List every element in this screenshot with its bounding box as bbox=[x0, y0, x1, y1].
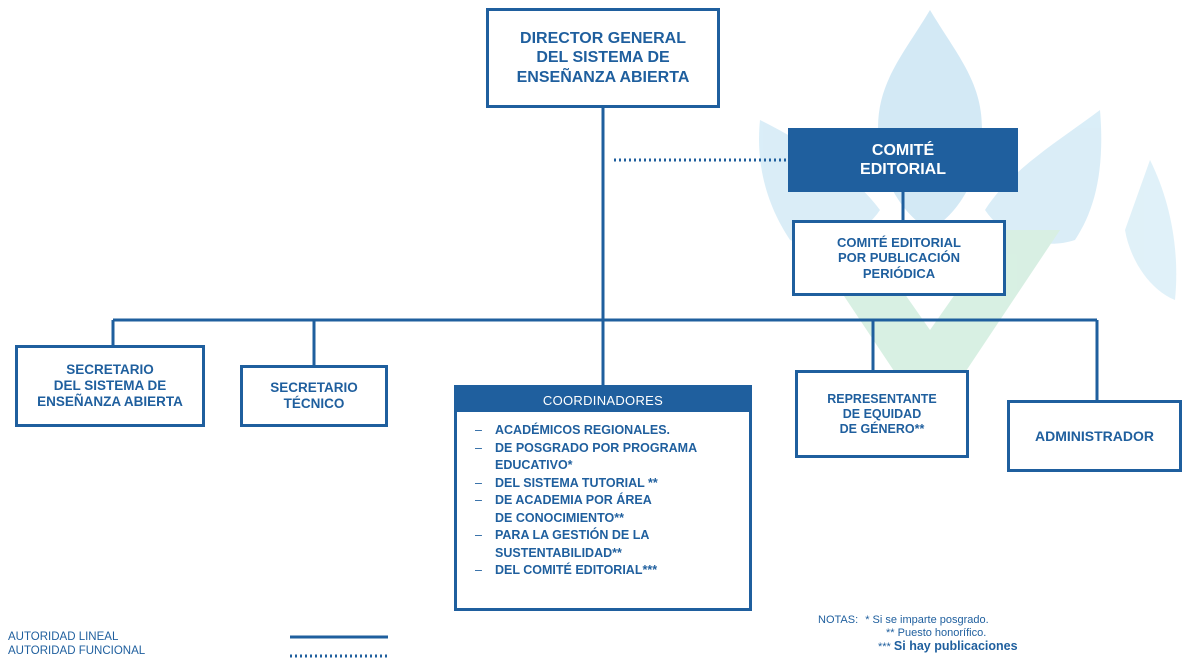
director-general-box: DIRECTOR GENERAL DEL SISTEMA DE ENSEÑANZ… bbox=[486, 8, 720, 108]
coordinador-item: DEL COMITÉ EDITORIAL*** bbox=[475, 562, 741, 580]
secretario-sistema-box: SECRETARIO DEL SISTEMA DE ENSEÑANZA ABIE… bbox=[15, 345, 205, 427]
note-2: ** Puesto honorífico. bbox=[886, 627, 987, 639]
coordinadores-box: COORDINADORES ACADÉMICOS REGIONALES. DE … bbox=[454, 385, 752, 611]
comite-editorial-box: COMITÉ EDITORIAL bbox=[788, 128, 1018, 192]
note-3-marker: *** bbox=[878, 641, 891, 653]
coordinador-item: ACADÉMICOS REGIONALES. bbox=[475, 422, 741, 440]
note-1: * Si se imparte posgrado. bbox=[865, 614, 989, 626]
note-3: Si hay publicaciones bbox=[893, 639, 1018, 653]
secretario-tecnico-box: SECRETARIO TÉCNICO bbox=[240, 365, 388, 427]
coordinador-item: PARA LA GESTIÓN DE LA SUSTENTABILIDAD** bbox=[475, 527, 741, 562]
background-logo bbox=[759, 10, 1177, 380]
coordinador-item: DEL SISTEMA TUTORIAL ** bbox=[475, 475, 741, 493]
coordinador-item: DE ACADEMIA POR ÁREA DE CONOCIMIENTO** bbox=[475, 492, 741, 527]
legend: AUTORIDAD LINEAL AUTORIDAD FUNCIONAL bbox=[8, 630, 145, 658]
notes-label: NOTAS: bbox=[818, 614, 859, 626]
coordinador-item: DE POSGRADO POR PROGRAMA EDUCATIVO* bbox=[475, 440, 741, 475]
note-3-line: *** Si hay publicaciones bbox=[878, 640, 1018, 654]
legend-funcional-label: AUTORIDAD FUNCIONAL bbox=[8, 645, 146, 657]
representante-box: REPRESENTANTE DE EQUIDAD DE GÉNERO** bbox=[795, 370, 969, 458]
notes: NOTAS: * Si se imparte posgrado. ** Pues… bbox=[818, 614, 1018, 654]
coordinadores-list: ACADÉMICOS REGIONALES. DE POSGRADO POR P… bbox=[457, 422, 749, 580]
legend-lineal-label: AUTORIDAD LINEAL bbox=[8, 631, 119, 643]
administrador-box: ADMINISTRADOR bbox=[1007, 400, 1182, 472]
comite-publicacion-box: COMITÉ EDITORIAL POR PUBLICACIÓN PERIÓDI… bbox=[792, 220, 1006, 296]
coordinadores-title: COORDINADORES bbox=[457, 388, 749, 412]
